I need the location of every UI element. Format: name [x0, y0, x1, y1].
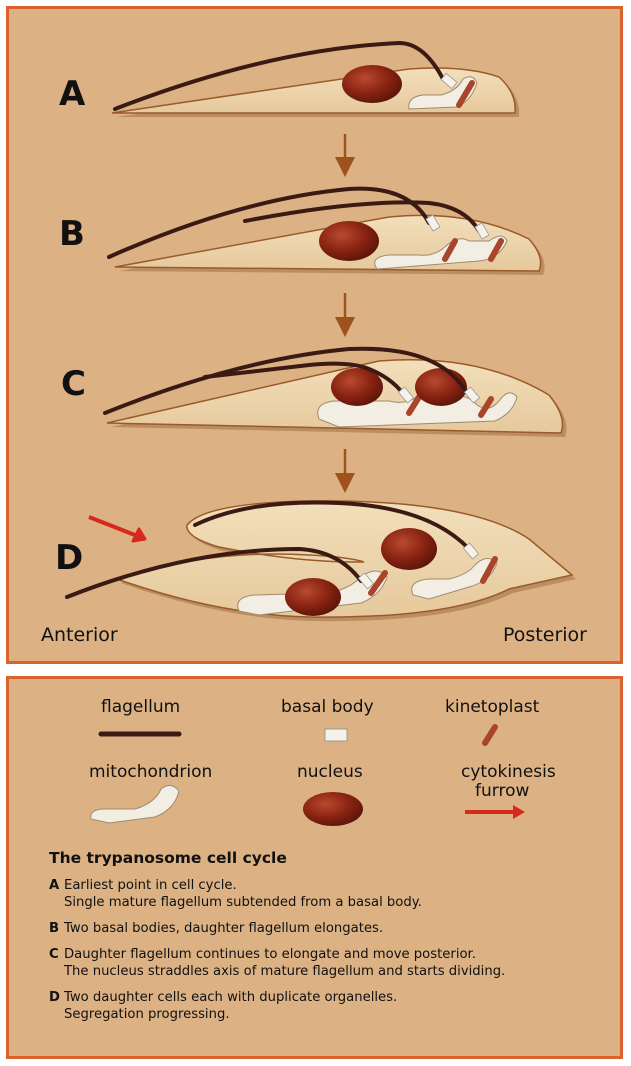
legend-panel: flagellum basal body kinetoplast mitocho… [6, 676, 623, 1059]
legend-basal-body: basal body [281, 697, 374, 741]
caption-letter-d: D [49, 989, 60, 1006]
nucleus-a [342, 65, 402, 103]
caption-item-b: B Two basal bodies, daughter flagellum e… [49, 920, 609, 937]
mitochondrion-swatch [91, 785, 179, 823]
posterior-label: Posterior [503, 624, 587, 646]
nucleus-d2 [381, 528, 437, 570]
nucleus-b [319, 221, 379, 261]
caption-item-c: C Daughter flagellum continues to elonga… [49, 946, 609, 980]
caption-letter-b: B [49, 920, 59, 937]
caption-item-a: A Earliest point in cell cycle. Single m… [49, 877, 609, 911]
kinetoplast-swatch [485, 727, 495, 743]
legend-nucleus: nucleus [297, 762, 363, 826]
caption-a-line2: Single mature flagellum subtended from a… [64, 894, 609, 911]
anterior-label: Anterior [41, 624, 118, 646]
caption-b-line1: Two basal bodies, daughter flagellum elo… [64, 920, 609, 937]
legend-basal-body-label: basal body [281, 697, 374, 717]
nucleus-c2 [415, 368, 467, 406]
stage-letter-d: D [55, 538, 83, 578]
legend-mitochondrion-label: mitochondrion [89, 762, 212, 782]
nucleus-swatch [303, 792, 363, 826]
cell-cycle-diagram: A B C [9, 9, 620, 661]
caption-list: A Earliest point in cell cycle. Single m… [49, 877, 609, 1032]
diagram-panel: A B C [6, 6, 623, 664]
legend-flagellum-label: flagellum [101, 697, 180, 717]
legend-mitochondrion: mitochondrion [89, 762, 212, 823]
caption-d-line1: Two daughter cells each with duplicate o… [64, 989, 609, 1006]
stage-letter-c: C [61, 364, 86, 404]
legend-cytokinesis-label-line2: furrow [475, 781, 529, 801]
stage-letter-b: B [59, 214, 85, 254]
caption-c-line1: Daughter flagellum continues to elongate… [64, 946, 609, 963]
legend-kinetoplast-label: kinetoplast [445, 697, 540, 717]
legend-kinetoplast: kinetoplast [445, 697, 540, 743]
legend-cytokinesis-furrow: cytokinesis furrow [461, 762, 556, 819]
stage-a: A [59, 43, 519, 167]
stage-b: B [59, 189, 545, 327]
legend-nucleus-label: nucleus [297, 762, 363, 782]
caption-item-d: D Two daughter cells each with duplicate… [49, 989, 609, 1023]
caption-a-line1: Earliest point in cell cycle. [64, 877, 609, 894]
caption-d-line2: Segregation progressing. [64, 1006, 609, 1023]
caption-c-line2: The nucleus straddles axis of mature fla… [64, 963, 609, 980]
caption-letter-a: A [49, 877, 59, 894]
caption-letter-c: C [49, 946, 59, 963]
stage-c: C [61, 349, 567, 483]
stage-letter-a: A [59, 74, 86, 114]
legend-cytokinesis-label-line1: cytokinesis [461, 762, 556, 782]
caption-title: The trypanosome cell cycle [49, 849, 287, 867]
basal-body-swatch [325, 729, 347, 741]
legend-flagellum: flagellum [101, 697, 180, 734]
stage-d: D [55, 501, 576, 621]
nucleus-d1 [285, 578, 341, 616]
